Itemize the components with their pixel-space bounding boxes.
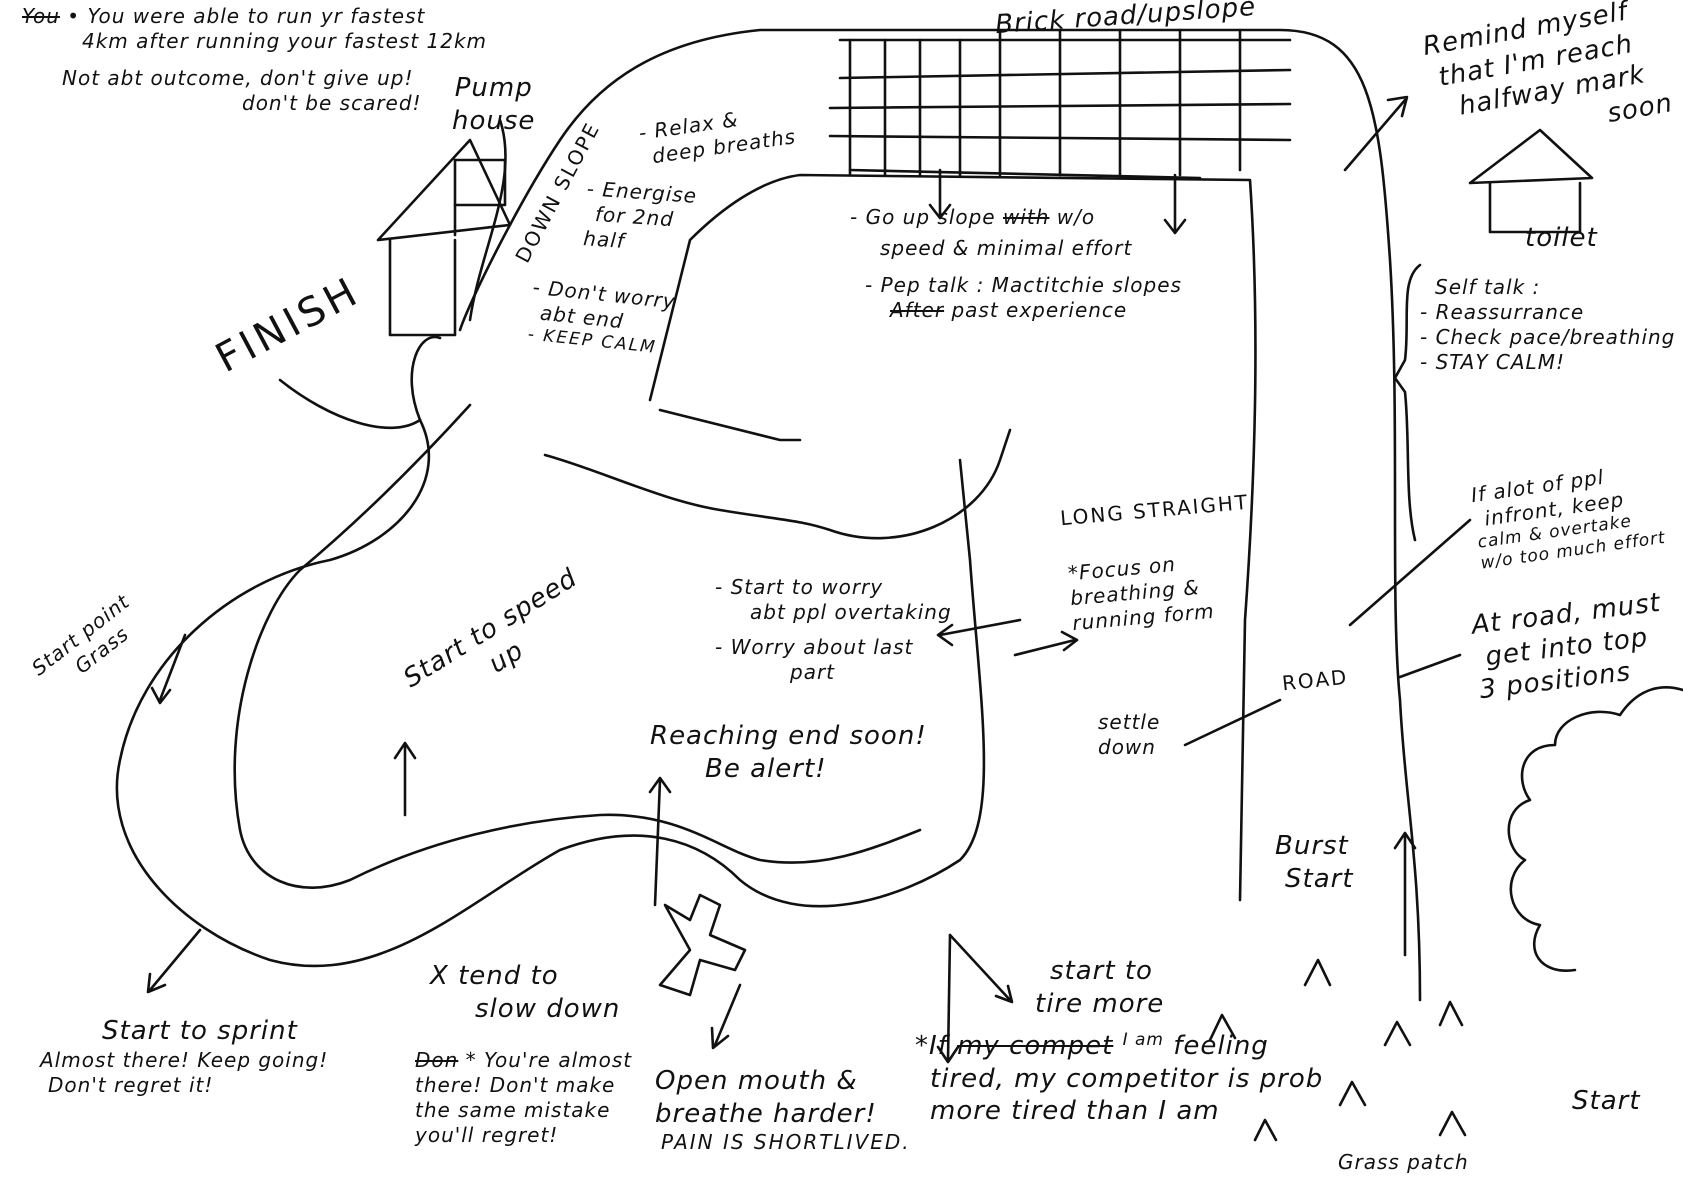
- tend-slow-line-1: X tend to: [430, 961, 559, 991]
- down-slope-tips-3: - Don't worry abt end - KEEP CALM: [527, 275, 677, 361]
- top-note-crossed-word: You: [22, 4, 60, 28]
- settle-down-note: settle down: [1098, 710, 1160, 760]
- sprint-note: Start to sprint Almost there! Keep going…: [40, 1015, 328, 1098]
- open-mouth-line-2: breathe harder!: [655, 1098, 877, 1129]
- almost-there-line-4: you'll regret!: [415, 1123, 559, 1147]
- reaching-end-line-2: Be alert!: [705, 753, 827, 784]
- top-note-line-3: Not abt outcome, don't give up!: [62, 66, 414, 90]
- almost-there-text-1: * You're almost: [465, 1048, 633, 1072]
- course-connector: [658, 408, 802, 442]
- sprint-line-1: Start to sprint: [102, 1016, 298, 1046]
- competitor-line-2: tired, my competitor is prob: [930, 1063, 1324, 1094]
- reaching-end-note: Reaching end soon! Be alert!: [650, 720, 927, 785]
- top-note-text-1: You were able to run yr fastest: [87, 4, 426, 28]
- self-talk-line-3: - Check pace/breathing: [1420, 325, 1676, 349]
- brick-road-grid: [828, 28, 1292, 180]
- worry-note: - Start to worry abt ppl overtaking - Wo…: [715, 575, 952, 685]
- open-mouth-note: Open mouth & breathe harder! PAIN IS SHO…: [655, 1065, 911, 1155]
- upslope-tip-line-2: speed & minimal effort: [880, 236, 1133, 260]
- down-slope-tips-2: - Energise for 2nd half: [583, 176, 698, 259]
- worry-line-4: part: [790, 660, 836, 684]
- tend-slow-line-2: slow down: [475, 993, 621, 1024]
- upslope-tip-line-4: After past experience: [850, 298, 1182, 323]
- almost-there-line-2: there! Don't make: [415, 1073, 616, 1097]
- burst-start-label: Burst Start: [1275, 830, 1354, 895]
- almost-there-line-1: Don * You're almost: [415, 1048, 632, 1073]
- self-talk-line-4: - STAY CALM!: [1420, 350, 1565, 374]
- sprint-line-3: Don't regret it!: [48, 1072, 214, 1097]
- almost-there-struck: Don: [415, 1048, 459, 1072]
- worry-line-2: abt ppl overtaking: [750, 600, 952, 624]
- competitor-line-3: more tired than I am: [930, 1096, 1220, 1126]
- settle-down-line-2: down: [1098, 735, 1156, 759]
- open-mouth-line-1: Open mouth &: [655, 1066, 858, 1096]
- self-talk-brace: [1393, 263, 1422, 542]
- upslope-tips: - Go up slope with w/o speed & minimal e…: [850, 205, 1182, 323]
- almost-there-line-3: the same mistake: [415, 1098, 611, 1122]
- self-talk-line-2: - Reassurrance: [1420, 300, 1585, 324]
- worry-line-1: - Start to worry: [715, 575, 884, 599]
- top-note-line-1: You • You were able to run yr fastest: [22, 4, 426, 28]
- competitor-text-1a: *If: [915, 1031, 948, 1061]
- tire-more-line-1: start to: [1050, 956, 1153, 986]
- grass-patch-label: Grass patch: [1338, 1150, 1469, 1174]
- upslope-tip-1c: w/o: [1056, 205, 1096, 229]
- competitor-line-1: *If my compet I am feeling: [915, 1030, 1323, 1063]
- start-label: Start: [1572, 1086, 1641, 1116]
- cross-marker-icon: [658, 893, 747, 997]
- course-inner-edge: [458, 28, 1422, 1002]
- course-middle-path: [233, 403, 922, 889]
- pump-house-label-line-2: house: [452, 105, 536, 136]
- tree-cloud-icon: [1507, 686, 1683, 972]
- competitor-text-1d: feeling: [1173, 1031, 1269, 1061]
- self-talk-note: Self talk : - Reassurrance - Check pace/…: [1420, 275, 1675, 375]
- upslope-tip-line-3: - Pep talk : Mactitchie slopes: [865, 273, 1182, 297]
- finish-entry: [278, 378, 422, 430]
- burst-start-line-1: Burst: [1275, 831, 1349, 861]
- worry-line-3: - Worry about last: [715, 635, 914, 659]
- burst-start-line-2: Start: [1285, 863, 1354, 894]
- pump-house-label-line-1: Pump: [454, 73, 533, 103]
- upslope-tip-4a: After: [890, 298, 945, 322]
- toilet-house-icon: [1468, 128, 1594, 234]
- almost-there-note: Don * You're almost there! Don't make th…: [415, 1048, 632, 1148]
- reaching-end-line-1: Reaching end soon!: [650, 721, 927, 751]
- focus-note: *Focus on breathing & running form: [1067, 549, 1216, 636]
- tend-slow-note: X tend to slow down: [430, 960, 620, 1025]
- top-note-line-4: don't be scared!: [242, 91, 422, 115]
- upslope-tip-1b: with: [1002, 205, 1050, 229]
- sprint-line-2: Almost there! Keep going!: [40, 1047, 329, 1072]
- top-note-block: You • You were able to run yr fastest 4k…: [22, 4, 487, 116]
- competitor-text-1c: I am: [1122, 1030, 1164, 1050]
- upslope-tip-1a: - Go up slope: [850, 205, 996, 229]
- upslope-tip-4b: past experience: [951, 298, 1128, 322]
- upslope-tip-line-1: - Go up slope with w/o: [850, 205, 1182, 230]
- course-upper-loop: [648, 173, 1257, 902]
- downslope-edge: [468, 118, 507, 322]
- tire-more-note: start to tire more: [1035, 955, 1164, 1020]
- toilet-label: toilet: [1525, 223, 1598, 253]
- pump-house-icon: [376, 138, 512, 337]
- settle-down-line-1: settle: [1098, 710, 1161, 734]
- competitor-note: *If my compet I am feeling tired, my com…: [915, 1030, 1323, 1128]
- competitor-text-1b: my compet: [957, 1031, 1114, 1061]
- tire-more-line-2: tire more: [1035, 988, 1165, 1019]
- pump-house-label: Pump house: [452, 72, 535, 137]
- course-outer-edge: [115, 335, 986, 968]
- top-note-line-2: 4km after running your fastest 12km: [82, 29, 488, 53]
- grass-tuft-icons: [1208, 958, 1467, 1142]
- open-mouth-line-3: PAIN IS SHORTLIVED.: [661, 1130, 911, 1154]
- self-talk-line-1: Self talk :: [1435, 275, 1541, 299]
- annotation-arrows: [146, 95, 1472, 1064]
- course-inner-loop: [543, 428, 1012, 540]
